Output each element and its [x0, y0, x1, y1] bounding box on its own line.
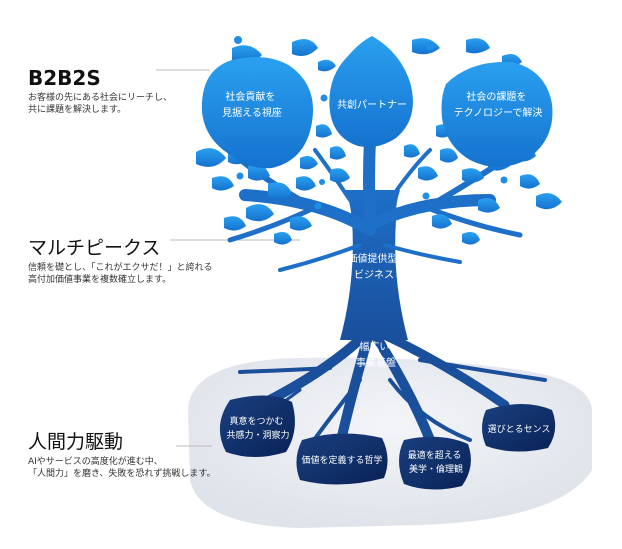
- callout-human-power-line1: AIやサービスの高度化が進む中、: [28, 457, 163, 467]
- callout-b2b2s-line2: 共に課題を解決します。: [28, 105, 127, 115]
- root-node-philosophy-label: 価値を定義する哲学: [301, 454, 382, 466]
- root-node-sense: [482, 404, 556, 452]
- callout-multi-peaks-line2: 高付加価値事業を複数確立します。: [28, 275, 172, 285]
- leaf-center: [329, 36, 413, 147]
- callout-multi-peaks-body: 信頼を礎とし、「これがエクサだ！」と誇れる 高付加価値事業を複数確立します。: [28, 262, 228, 286]
- callout-multi-peaks-heading: マルチピークス: [28, 237, 161, 259]
- callout-human-power-line2: 「人間力」を磨き、失敗を恐れず挑戦します。: [28, 469, 216, 479]
- trunk-upper-label: 価値提供型 ビジネス: [347, 252, 400, 281]
- root-node-sense-label: 選びとるセンス: [488, 424, 551, 435]
- callout-human-power: 人間力駆動 AIやサービスの高度化が進む中、 「人間力」を磨き、失敗を恐れず挑戦…: [28, 430, 228, 480]
- leaf-right: [441, 61, 553, 167]
- callout-multi-peaks-line1: 信頼を礎とし、「これがエクサだ！」と誇れる: [28, 263, 213, 273]
- leaf-left-label: 社会貢献を 見据える視座: [222, 90, 282, 119]
- callout-multi-peaks: マルチピークス 信頼を礎とし、「これがエクサだ！」と誇れる 高付加価値事業を複数…: [28, 236, 228, 286]
- trunk-lower-label: 幅広い 事業基盤: [356, 340, 396, 369]
- callout-human-power-heading: 人間力駆動: [28, 431, 124, 453]
- root-node-aesthetics: [399, 436, 471, 490]
- callout-b2b2s-body: お客様の先にある社会にリーチし、 共に課題を解決します。: [28, 92, 228, 116]
- fruit-dots: [234, 36, 528, 210]
- callout-b2b2s-line1: お客様の先にある社会にリーチし、: [28, 93, 173, 103]
- callout-human-power-body: AIやサービスの高度化が進む中、 「人間力」を磨き、失敗を恐れず挑戦します。: [28, 456, 228, 480]
- root-node-aesthetics-label: 最適を超える 美学・倫理観: [408, 449, 465, 475]
- leaf-left: [201, 57, 314, 169]
- root-node-empathy: [219, 395, 295, 457]
- leaf-right-label: 社会の課題を テクノロジーで解決: [454, 90, 543, 119]
- leaf-center-label: 共創パートナー: [337, 99, 407, 111]
- root-node-empathy-label: 真意をつかむ 共感力・洞察力: [226, 415, 289, 441]
- root-node-philosophy: [296, 433, 388, 485]
- callout-b2b2s: B2B2S お客様の先にある社会にリーチし、 共に課題を解決します。: [28, 66, 228, 116]
- callout-b2b2s-heading: B2B2S: [28, 66, 101, 90]
